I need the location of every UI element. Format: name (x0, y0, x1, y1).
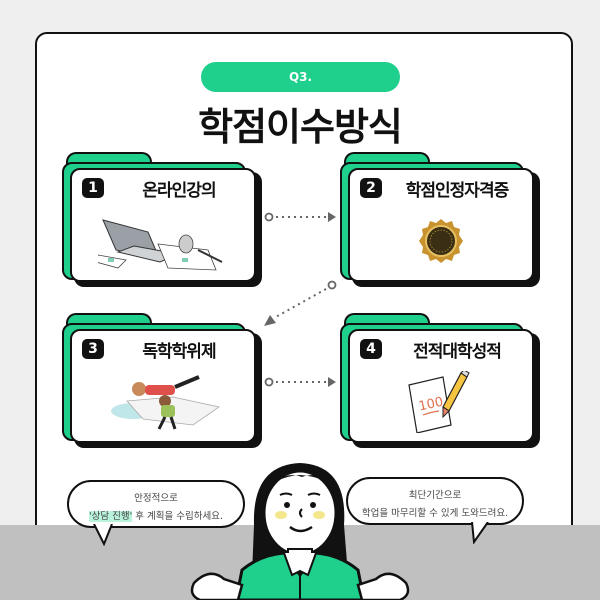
seal-icon (350, 208, 532, 274)
card-number: 1 (82, 178, 104, 198)
card-certificate: 2 학점인정자격증 (340, 152, 540, 287)
card-label: 학점인정자격증 (405, 181, 509, 201)
card-label: 독학학위제 (142, 342, 216, 362)
consultant-illustration (190, 463, 410, 600)
card-online-lecture: 1 온라인강의 (62, 152, 262, 287)
card-self-study-degree: 3 독학학위제 (62, 313, 262, 448)
bubble-tail-right (471, 522, 489, 544)
paper-pencil-icon: 100 (350, 369, 532, 435)
question-badge: Q3. (201, 62, 400, 92)
bubble-tail-left (93, 524, 113, 546)
arrow-diagonal (264, 280, 337, 326)
card-number: 2 (360, 178, 382, 198)
speech-bubble-left: 안정적으로 '상담 진행' 후 계획을 수립하세요. (67, 480, 245, 528)
card-label: 전적대학성적 (413, 342, 502, 362)
highlight-consultation: '상담 진행' (89, 511, 133, 522)
arrow-right-top (264, 212, 336, 222)
card-number: 3 (82, 339, 104, 359)
paper-score: 100 (417, 395, 444, 415)
card-number: 4 (360, 339, 382, 359)
arrow-right-bottom (264, 377, 336, 387)
laptop-icon (72, 208, 254, 274)
card-previous-college-grades: 4 전적대학성적 100 (340, 313, 540, 448)
card-label: 온라인강의 (142, 181, 216, 201)
kids-reading-icon (72, 369, 254, 435)
page-title: 학점이수방식 (198, 105, 403, 149)
speech-bubble-right: 최단기간으로 학업을 마무리할 수 있게 도와드려요. (346, 477, 524, 525)
